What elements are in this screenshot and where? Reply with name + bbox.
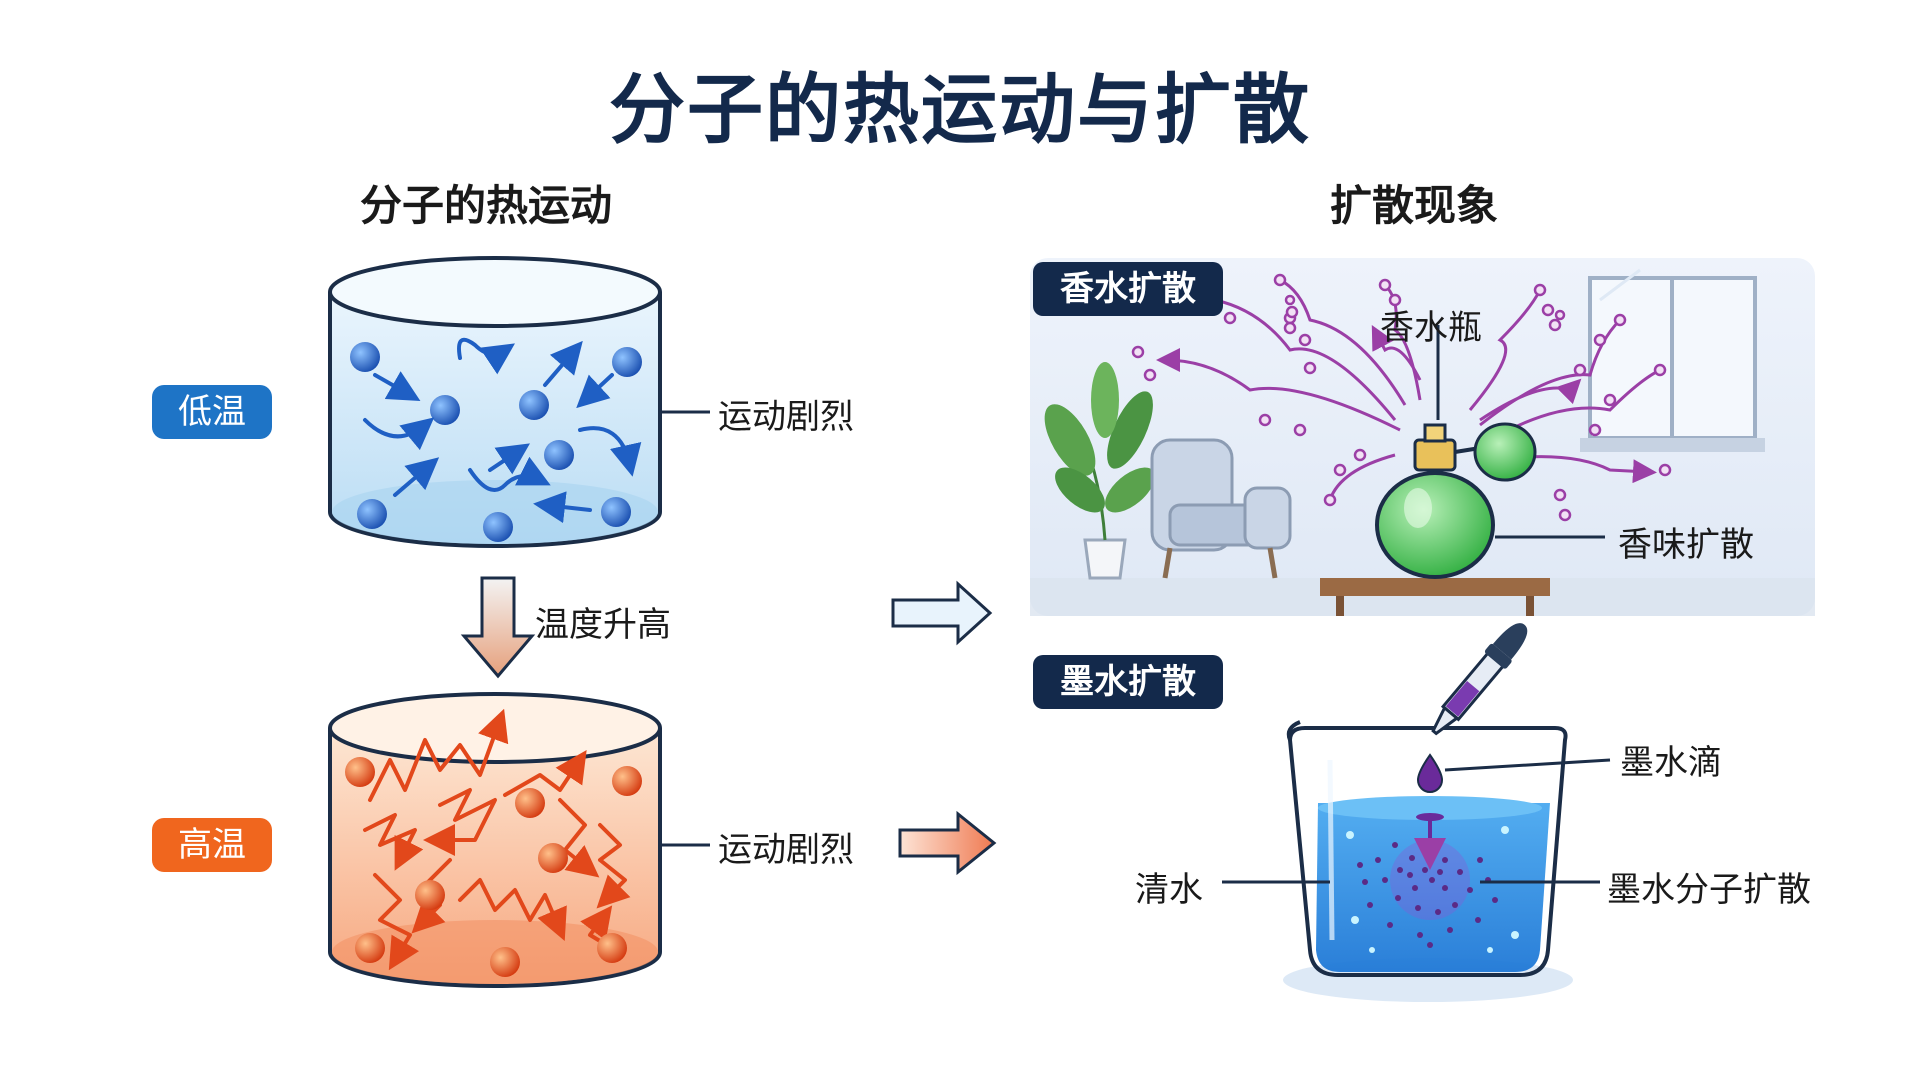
low-motion-label: 运动剧烈 — [718, 397, 854, 437]
hot-molecules — [345, 757, 642, 977]
drop-leader — [1444, 758, 1611, 772]
dropper-illustration — [1416, 623, 1528, 793]
to-ink-arrow — [898, 810, 997, 876]
thermal-motion-heading: 分子的热运动 — [360, 181, 613, 230]
cold-molecules — [350, 342, 642, 542]
cold-motion-arrows — [363, 337, 642, 524]
water-sparkles — [1346, 826, 1519, 953]
molecule — [597, 933, 627, 963]
beaker-illustration — [1283, 720, 1573, 1002]
scent-particles — [1131, 273, 1672, 522]
perfume-bottle-illustration — [1320, 422, 1550, 616]
molecule — [612, 766, 642, 796]
scent-diffusion-label: 香味扩散 — [1618, 525, 1754, 565]
page-title: 分子的热运动与扩散 — [609, 65, 1311, 154]
to-perfume-arrow — [891, 580, 993, 646]
ink-molecules-label: 墨水分子扩散 — [1607, 870, 1811, 910]
molecule — [538, 843, 568, 873]
temperature-rise-label: 温度升高 — [535, 605, 671, 645]
perfume-bottle-label: 香水瓶 — [1380, 308, 1482, 348]
ink-cloud — [1357, 840, 1498, 948]
diffusion-heading: 扩散现象 — [1330, 181, 1499, 230]
armchair-illustration — [1150, 438, 1292, 579]
temperature-rise-arrow — [460, 576, 536, 679]
hot-motion-arrows — [363, 708, 631, 971]
molecule — [519, 390, 549, 420]
perfume-diffusion-tag: 香水扩散 — [1033, 262, 1223, 316]
low-temp-badge: 低温 — [152, 385, 272, 439]
ink-diffusion-tag: 墨水扩散 — [1033, 655, 1223, 709]
molecule — [357, 499, 387, 529]
high-motion-label: 运动剧烈 — [718, 830, 854, 870]
molecule — [601, 497, 631, 527]
high-temp-badge: 高温 — [152, 818, 272, 872]
molecule — [612, 347, 642, 377]
plant-illustration — [1044, 362, 1155, 580]
molecule — [345, 757, 375, 787]
window-illustration — [1580, 268, 1765, 452]
ink-drop-label: 墨水滴 — [1620, 743, 1722, 783]
molecule — [355, 933, 385, 963]
molecule — [415, 880, 445, 910]
molecule — [350, 342, 380, 372]
molecule — [490, 947, 520, 977]
molecule — [515, 788, 545, 818]
clear-water-label: 清水 — [1135, 870, 1203, 910]
molecule — [430, 395, 460, 425]
molecule — [483, 512, 513, 542]
molecule — [544, 440, 574, 470]
